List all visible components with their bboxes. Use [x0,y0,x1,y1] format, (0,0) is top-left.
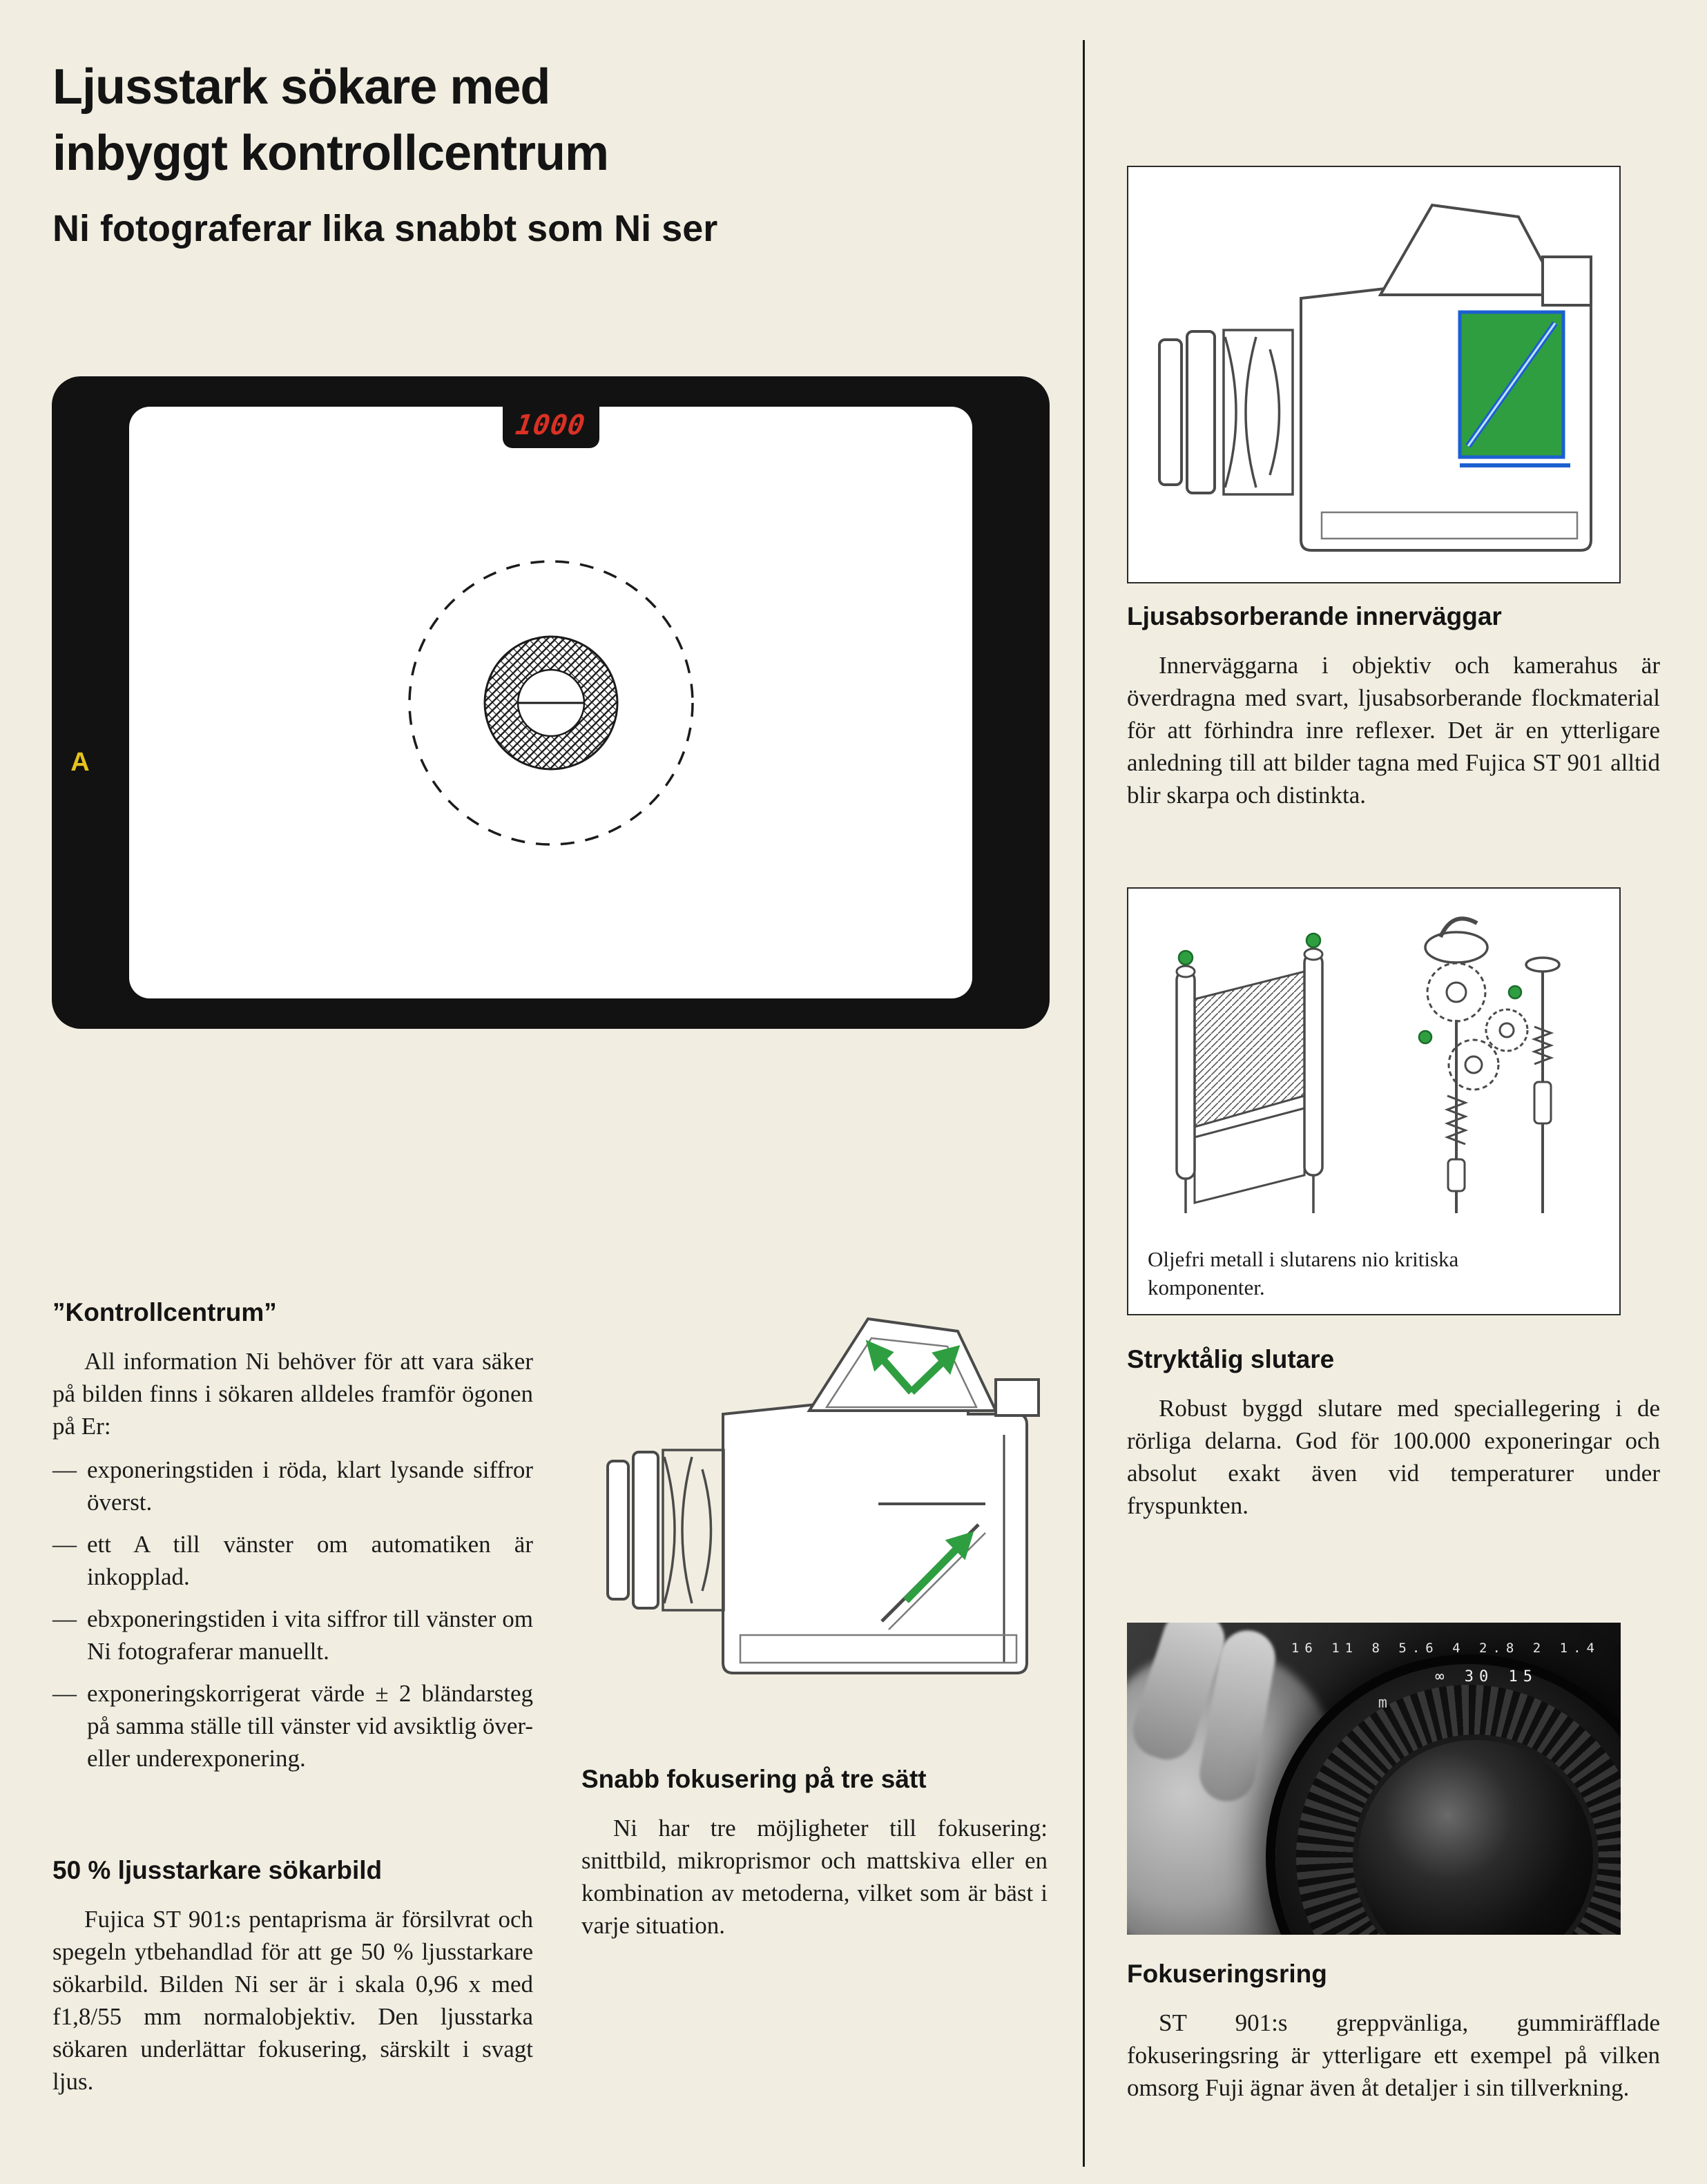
lens-glass-image [1358,1740,1593,1935]
list-dash: — [52,1456,77,1483]
list-dash: — [52,1531,77,1558]
shutter-mechanism-drawing [1175,916,1561,1213]
page-title: Ljusstark sökare med inbyggt kontrollcen… [52,54,609,186]
distance-scale-text: ∞ 30 15 [1435,1668,1538,1685]
list-item-text: exponeringstiden i röda, klart lysande s… [87,1456,533,1516]
list-item-text: exponeringskorrigerat värde ± 2 bländars… [87,1680,533,1772]
fokuseringsring-body: ST 901:s greppvänliga, gummiräfflade fok… [1127,2009,1660,2101]
page-subtitle: Ni fotograferar lika snabbt som Ni ser [52,208,718,249]
focusing-reticle [407,559,694,846]
fokuseringsring-heading: Fokuseringsring [1127,1960,1327,1988]
fokusering-body: Ni har tre möjligheter till fokusering: … [581,1815,1048,1939]
slutare-heading: Stryktålig slutare [1127,1345,1335,1373]
aperture-scale-text: 16 11 8 5.6 4 2.8 2 1.4 [1291,1641,1600,1656]
auto-indicator: A [70,748,90,777]
shutter-speed-value: 1000 [514,409,588,441]
section-fokusering: Snabb fokusering på tre sätt Ni har tre … [581,1765,1048,1942]
camera-cutaway-lightpath [606,1317,1040,1674]
section-innervaggar: Ljusabsorberande innerväggar Innerväggar… [1127,602,1660,811]
list-item: — exponeringstiden i röda, klart lysande… [52,1453,533,1518]
kontrollcentrum-list: — exponeringstiden i röda, klart lysande… [52,1453,533,1775]
microprism-circle [407,559,694,846]
section-fokuseringsring: Fokuseringsring ST 901:s greppvänliga, g… [1127,1960,1660,2104]
sokarbild-heading: 50 % ljusstarkare sökarbild [52,1856,383,1884]
shutter-speed-display: 1000 [502,403,599,448]
slutare-body: Robust byggd slutare med speciallegering… [1127,1395,1660,1519]
kontrollcentrum-heading: ”Kontrollcentrum” [52,1298,277,1326]
list-item: — ett A till vänster om automatiken är i… [52,1528,533,1593]
innervaggar-illustration [1127,166,1621,583]
list-item: — ebxponeringstiden i vita siffror till … [52,1603,533,1668]
list-dash: — [52,1605,77,1632]
focusing-ring-photo: 16 11 8 5.6 4 2.8 2 1.4 ∞ 30 15 m [1127,1623,1621,1935]
sokarbild-body: Fujica ST 901:s pentaprisma är försilvra… [52,1906,533,2095]
column-divider [1083,40,1085,2167]
kontrollcentrum-intro: All information Ni behöver för att vara … [52,1348,533,1440]
page-title-line2: inbyggt kontrollcentrum [52,126,609,181]
slutare-caption: Oljefri metall i slutarens nio kritiska … [1148,1247,1459,1299]
camera-cutaway-flocking [1158,203,1592,552]
lightpath-illustration [581,1276,1048,1711]
section-sokarbild: 50 % ljusstarkare sökarbild Fujica ST 90… [52,1856,533,2098]
fokusering-heading: Snabb fokusering på tre sätt [581,1765,927,1793]
section-slutare: Stryktålig slutare Robust byggd slutare … [1127,1345,1660,1522]
viewfinder-screen: 1000 A [70,403,972,998]
distance-unit-text: m [1378,1694,1393,1712]
list-item-text: ebxponeringstiden i vita siffror till vä… [87,1605,533,1665]
innervaggar-body: Innerväggarna i objektiv och kamerahus ä… [1127,652,1660,809]
page-title-line1: Ljusstark sökare med [52,59,550,115]
slutare-illustration-box: Oljefri metall i slutarens nio kritiska … [1127,887,1621,1315]
list-item: — exponeringskorrigerat värde ± 2 blända… [52,1677,533,1775]
viewfinder-illustration: 1000 A [52,376,1050,1029]
list-dash: — [52,1680,77,1707]
section-kontrollcentrum: ”Kontrollcentrum” All information Ni beh… [52,1298,533,1775]
list-item-text: ett A till vänster om automatiken är ink… [87,1531,533,1590]
innervaggar-heading: Ljusabsorberande innerväggar [1127,602,1502,630]
